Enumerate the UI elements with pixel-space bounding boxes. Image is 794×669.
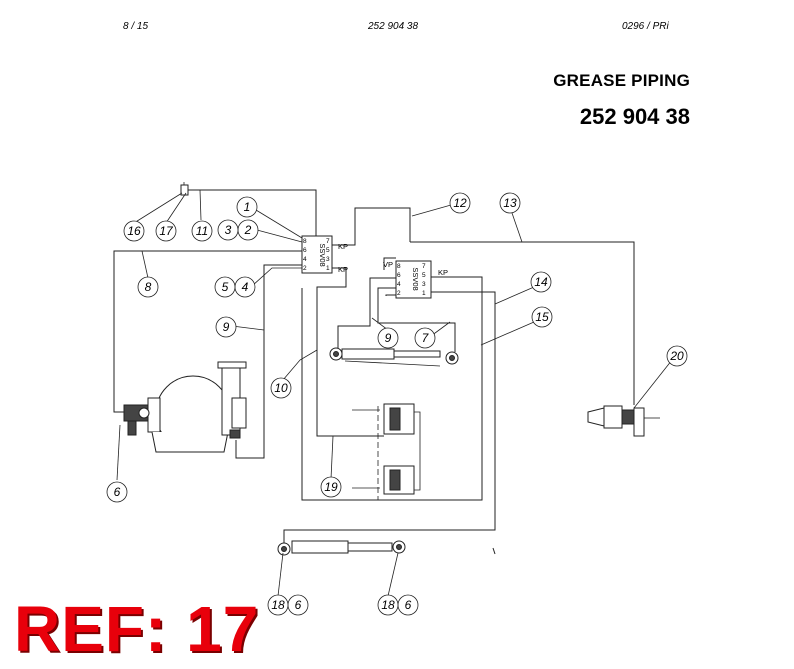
svg-text:16: 16 [127, 224, 141, 238]
callout-8: 8 [137, 276, 159, 298]
d1-pin-r0: 7 [326, 238, 330, 245]
part-number: 252 904 38 [579, 104, 690, 129]
d1-pin-l3: 2 [303, 265, 307, 272]
svg-text:11: 11 [196, 224, 208, 238]
callout-leaders [116, 189, 673, 597]
callout-14: 14 [530, 271, 552, 293]
page-title: GREASE PIPING [553, 71, 690, 90]
callout-20: 20 [666, 345, 688, 367]
svg-text:10: 10 [274, 381, 288, 395]
callout-10: 10 [270, 377, 292, 399]
svg-text:9: 9 [385, 331, 392, 345]
d1-pin-l0: 8 [303, 238, 307, 245]
d1-kp-bottom: KP [338, 265, 348, 274]
svg-text:5: 5 [222, 280, 229, 294]
d2-pin-r3: 1 [422, 290, 426, 297]
d2-kp: KP [438, 268, 448, 277]
svg-text:12: 12 [453, 196, 467, 210]
svg-text:9: 9 [223, 320, 230, 334]
callout-13: 13 [499, 192, 521, 214]
svg-text:15: 15 [535, 310, 549, 324]
lower-cylinder [277, 540, 406, 556]
svg-text:18: 18 [271, 598, 285, 612]
callout-4: 4 [234, 276, 256, 298]
boom-connection-block [352, 403, 421, 500]
d2-pin-r0: 7 [422, 263, 426, 270]
callout-18-right: 18 [377, 594, 399, 616]
svg-text:14: 14 [534, 275, 548, 289]
header-doc-number: 252 904 38 [368, 21, 419, 32]
callout-17: 17 [155, 220, 177, 242]
svg-text:4: 4 [242, 280, 249, 294]
svg-text:7: 7 [422, 331, 430, 345]
svg-text:20: 20 [669, 349, 684, 363]
svg-text:2: 2 [244, 223, 252, 237]
svg-text:8: 8 [145, 280, 152, 294]
d1-kp-top: KP [338, 242, 348, 251]
distributor-block-2: SSV08 VP 8 6 4 2 7 5 3 1 KP [383, 257, 448, 299]
callout-1: 1 [236, 196, 258, 218]
distributor-2-model: SSV08 [411, 267, 420, 290]
callout-3: 3 [217, 219, 239, 241]
distributor-block-1: SSV08 8 6 4 2 7 5 3 1 KP KP [301, 235, 348, 274]
d2-pin-l1: 6 [397, 272, 401, 279]
svg-text:18: 18 [381, 598, 395, 612]
page-number: 8 / 15 [123, 21, 149, 32]
callout-5: 5 [214, 276, 236, 298]
callout-11: 11 [191, 220, 213, 242]
svg-text:17: 17 [159, 224, 174, 238]
svg-text:6: 6 [295, 598, 302, 612]
rotation-gear-unit [123, 361, 247, 453]
d1-pin-r2: 3 [326, 256, 330, 263]
grease-fitting-top [180, 182, 189, 196]
distributor-1-model: SSV08 [318, 243, 327, 266]
d1-pin-l1: 6 [303, 247, 307, 254]
d2-pin-l3: 2 [397, 290, 401, 297]
svg-text:3: 3 [225, 223, 232, 237]
upper-cylinder [329, 347, 459, 367]
callout-2: 2 [237, 219, 259, 241]
d1-pin-r3: 1 [326, 265, 330, 272]
callout-9-left: 9 [215, 316, 237, 338]
callout-6-mid: 6 [287, 594, 309, 616]
callout-12: 12 [449, 192, 471, 214]
callout-18-left: 18 [267, 594, 289, 616]
ref-stamp: REF: 17 [14, 593, 260, 665]
callout-6-left: 6 [106, 481, 128, 503]
svg-text:13: 13 [503, 196, 517, 210]
callout-7: 7 [414, 327, 436, 349]
d2-pin-r1: 5 [422, 272, 426, 279]
rotator-unit [587, 405, 660, 437]
d2-vp: VP [383, 260, 393, 269]
d1-pin-l2: 4 [303, 256, 307, 263]
callout-19: 19 [320, 476, 342, 498]
callout-6-right: 6 [397, 594, 419, 616]
svg-text:19: 19 [324, 480, 338, 494]
svg-text:1: 1 [244, 200, 251, 214]
svg-text:6: 6 [114, 485, 121, 499]
callout-16: 16 [123, 220, 145, 242]
svg-text:6: 6 [405, 598, 412, 612]
pipe-lines [113, 189, 635, 555]
header-revision: 0296 / PRi [622, 21, 669, 32]
callout-15: 15 [531, 306, 553, 328]
d2-pin-l2: 4 [397, 281, 401, 288]
callout-9-right: 9 [377, 327, 399, 349]
d1-pin-r1: 5 [326, 247, 330, 254]
d2-pin-r2: 3 [422, 281, 426, 288]
d2-pin-l0: 8 [397, 263, 401, 270]
